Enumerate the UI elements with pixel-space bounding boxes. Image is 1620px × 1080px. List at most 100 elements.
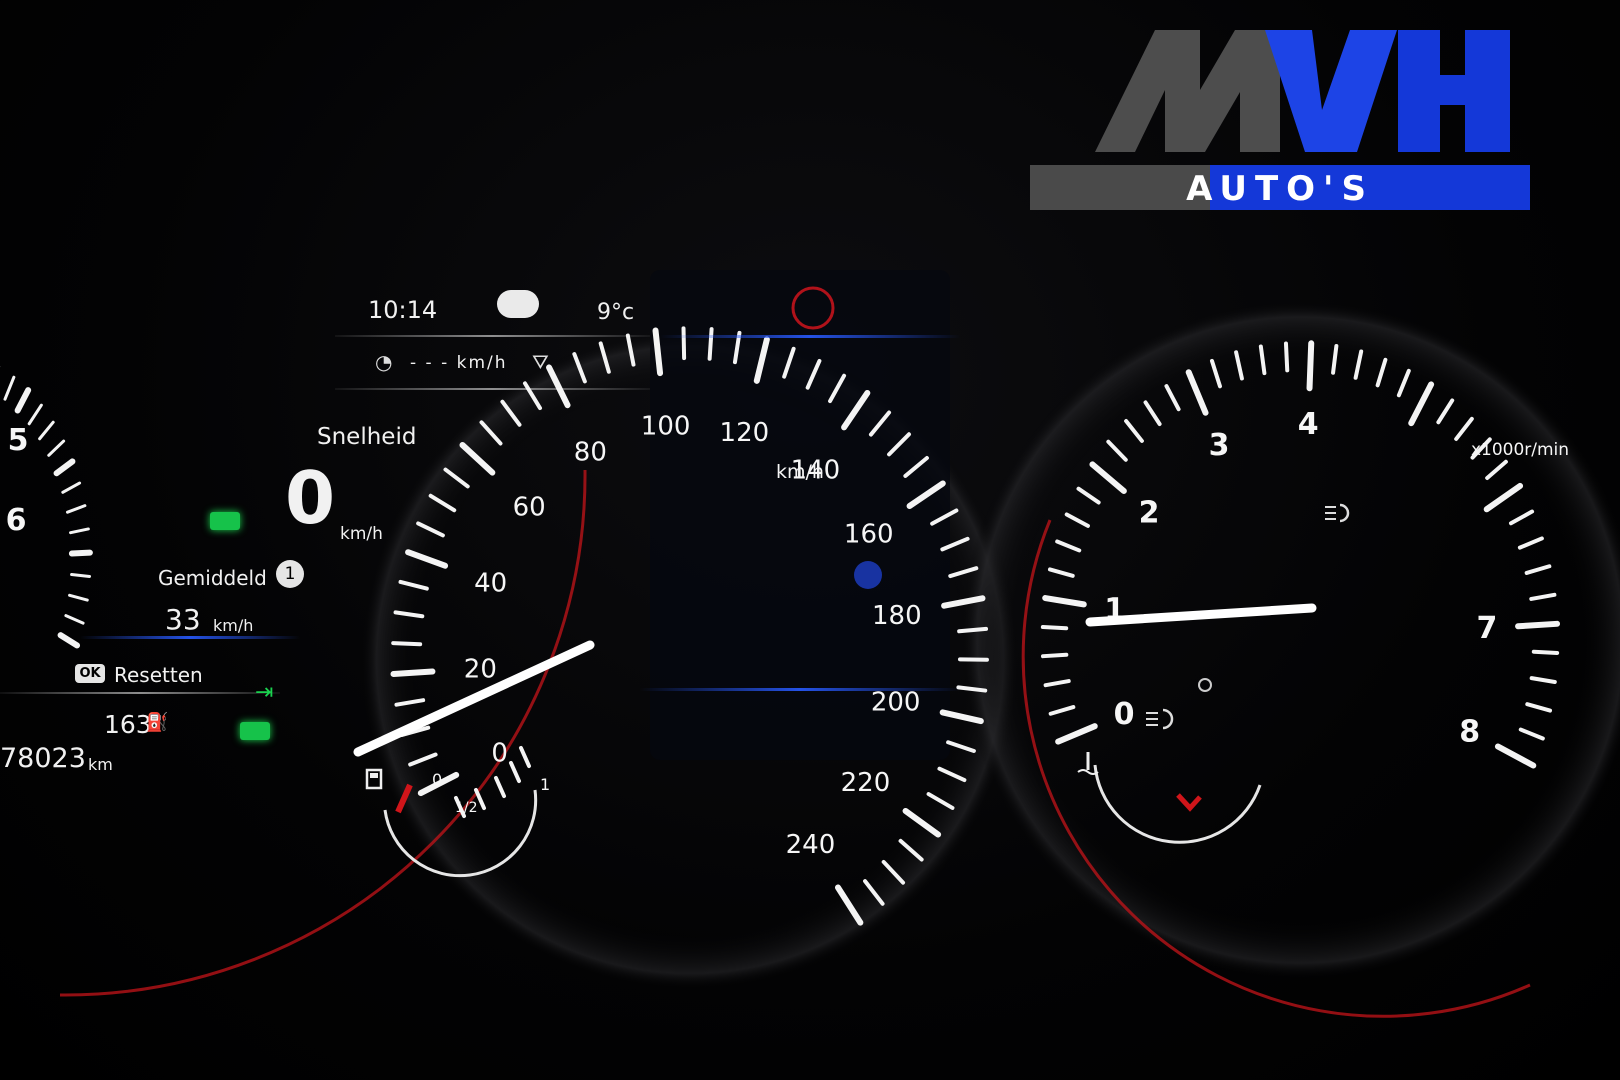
reset-label: Resetten	[114, 663, 203, 687]
speedometer-tick	[937, 766, 967, 783]
clock: 10:14	[368, 296, 438, 324]
red-warning-ring	[791, 286, 835, 330]
temperature-icon	[1077, 752, 1099, 775]
tachometer-tick	[1143, 400, 1162, 427]
range-value: 163	[104, 710, 152, 739]
fuel-tick	[474, 788, 486, 810]
tachometer-tick	[1331, 343, 1339, 375]
tachometer-tick	[1306, 340, 1315, 392]
speedometer-tick-label: 100	[641, 412, 691, 442]
speed-value: 0	[285, 456, 336, 540]
cruise-speed: - - - km/h	[410, 353, 508, 373]
speedometer-tick	[957, 626, 989, 634]
tachometer-tick	[1185, 369, 1209, 416]
speedometer-tick	[863, 879, 885, 906]
tachometer-tick	[1485, 459, 1508, 480]
tachometer-tick-label: 2	[1139, 495, 1160, 530]
speedometer-tick-label: 200	[871, 688, 921, 718]
sun-icon	[1198, 678, 1212, 692]
tachometer-tick	[1089, 461, 1127, 494]
fuel-gauge-ticks	[454, 746, 531, 818]
speedometer-tick-label: 120	[720, 418, 770, 448]
tachometer-tick-label: 7	[1476, 611, 1497, 646]
left-gauge-tick	[47, 439, 66, 457]
speedometer-tick	[479, 420, 503, 446]
logo-letters	[1095, 30, 1510, 152]
speedometer-tick	[946, 740, 976, 753]
speedometer-tick-label: 40	[474, 568, 507, 598]
speedometer-tick	[902, 807, 942, 838]
tachometer-tick	[1396, 368, 1411, 398]
tachometer-tick	[1515, 620, 1561, 630]
tachometer-ticks	[1040, 340, 1561, 769]
temperature-needle	[1176, 793, 1202, 812]
speedometer-tick	[834, 884, 864, 926]
speedometer-tick	[707, 327, 714, 361]
tachometer-tick	[1258, 344, 1267, 376]
tachometer-tick	[1518, 727, 1545, 741]
divider-reset	[0, 692, 280, 694]
green-indicator-icon	[210, 512, 240, 530]
speedometer-tick	[868, 410, 892, 437]
tachometer-tick	[1048, 705, 1076, 716]
left-gauge-tick	[53, 458, 76, 477]
left-gauge-tick	[68, 549, 93, 557]
logo-subtitle: AUTO'S	[1186, 169, 1374, 209]
speedometer-tick	[903, 456, 929, 478]
speedometer-tick	[940, 536, 970, 552]
speedometer-ticks	[390, 326, 989, 926]
left-gauge-tick	[14, 387, 32, 414]
fuel-pump-icon	[365, 768, 383, 790]
left-gauge-tick	[27, 403, 43, 426]
left-gauge-label: 6	[6, 503, 27, 538]
tachometer-tick	[1055, 539, 1082, 553]
fuel-tick	[454, 796, 466, 818]
temperature-gauge-arc	[1093, 764, 1262, 844]
tachometer-tick	[1436, 398, 1455, 425]
tachometer-tick	[1106, 439, 1128, 462]
average-value: 33	[165, 603, 201, 636]
tachometer-tick	[1494, 743, 1537, 769]
speedometer-tick	[393, 610, 425, 619]
fuel-gauge-arc	[383, 789, 538, 878]
tachometer-tick	[1043, 679, 1071, 688]
tachometer-tick	[1124, 419, 1144, 443]
left-red-ring	[59, 469, 587, 997]
left-gauge-tick	[64, 614, 85, 625]
fuel-tick	[494, 776, 506, 798]
tachometer-tick	[1234, 350, 1244, 381]
green-indicator-icon-lower	[240, 722, 270, 740]
fuel-label-full: 1	[540, 775, 550, 794]
speedometer-tick	[598, 341, 611, 374]
speedometer-unit: km/h	[776, 461, 824, 483]
speedometer-tick-label: 140	[791, 456, 841, 486]
speedometer-tick-label: 0	[491, 739, 508, 769]
speedometer-tick	[394, 698, 426, 707]
speedometer-tick	[926, 792, 955, 810]
left-gauge-tick	[66, 504, 87, 514]
tachometer-unit: x1000r/min	[1471, 440, 1569, 460]
tachometer-tick	[1076, 486, 1101, 505]
speedometer-tick-label: 180	[872, 601, 922, 631]
dealer-logo: AUTO'S	[1030, 30, 1530, 210]
average-unit: km/h	[213, 616, 254, 635]
tachometer-tick-label: 8	[1459, 714, 1480, 749]
tachometer-tick	[1375, 357, 1388, 388]
speedometer-tick	[522, 381, 542, 411]
speedometer-tick	[881, 859, 906, 885]
speedometer-tick	[428, 493, 457, 513]
tachometer-tick	[1047, 567, 1075, 578]
tachometer-tick	[1529, 592, 1557, 601]
tachometer-tick	[1408, 381, 1435, 427]
odometer-unit: km	[88, 755, 113, 774]
tachometer-tick-label: 0	[1114, 697, 1135, 732]
left-gauge-tick	[68, 593, 89, 602]
right-red-ring	[1021, 519, 1531, 1018]
tachometer-tick	[1055, 723, 1098, 745]
tachometer-tick	[1209, 358, 1222, 389]
tachometer-tick	[1470, 437, 1492, 460]
left-gauge-ticks: 56	[0, 366, 93, 649]
speedometer-tick	[398, 579, 429, 591]
speedometer-tick	[408, 752, 438, 767]
